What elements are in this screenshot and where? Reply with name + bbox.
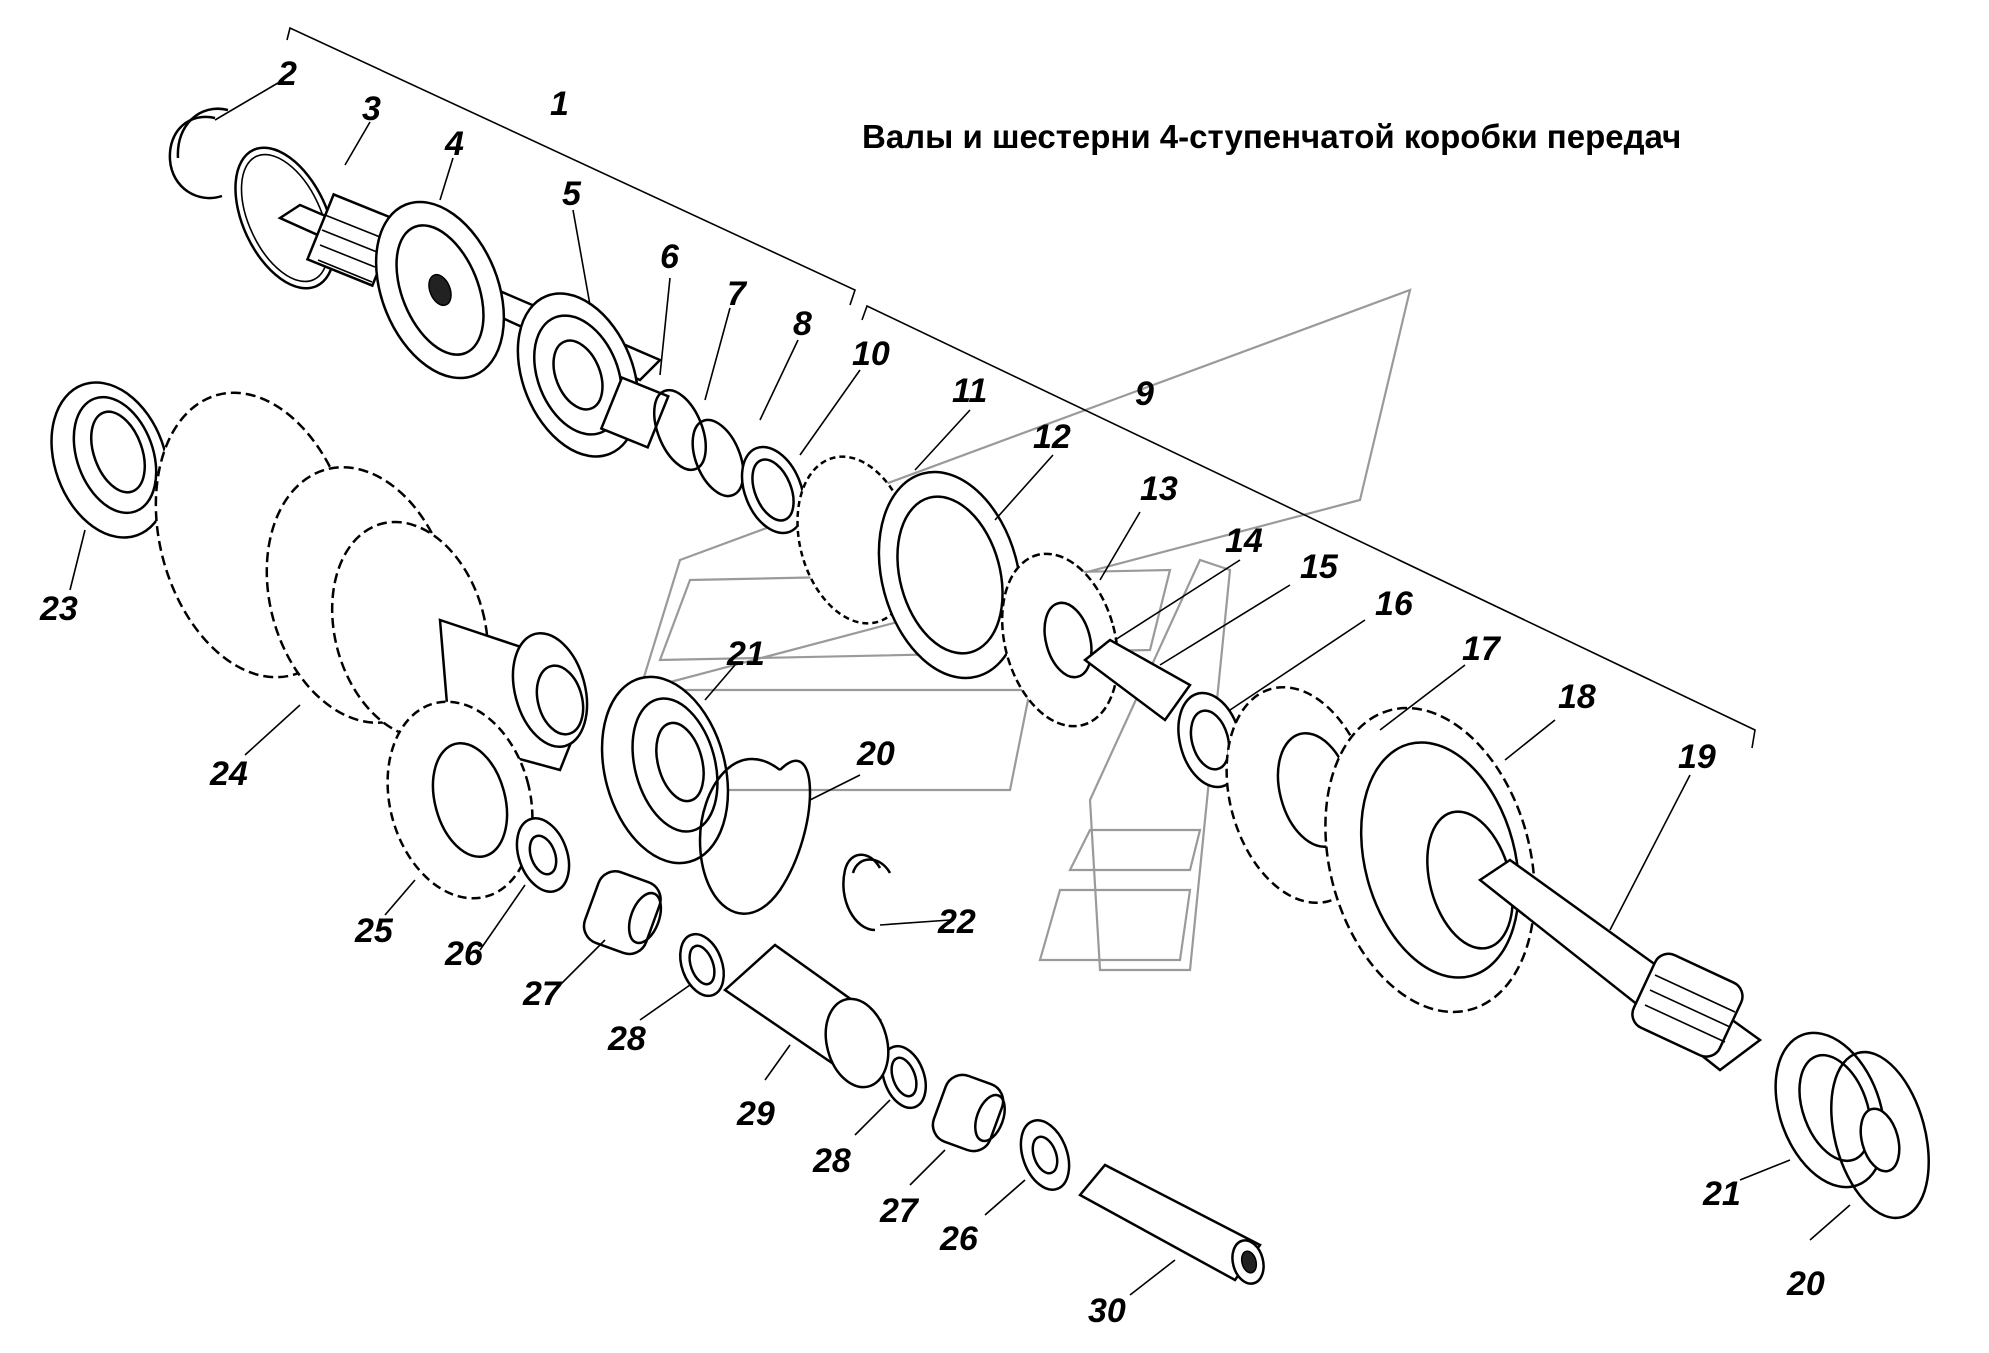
countershaft-gear-cluster-part-24 [154, 391, 589, 772]
callout-18: 18 [1558, 678, 1596, 716]
callout-9: 9 [1135, 375, 1154, 413]
callout-29: 29 [736, 1095, 775, 1133]
rings-parts-6-7-8-10 [652, 388, 806, 535]
callout-20-upper: 20 [856, 735, 895, 773]
gear-part-25 [386, 700, 534, 900]
callout-2: 2 [277, 55, 297, 93]
needle-bearings-part-27 [582, 870, 1006, 1153]
washers-part-26 [515, 817, 1071, 1191]
callout-labels: 1 2 3 4 5 6 7 8 9 10 11 12 13 14 15 16 1… [39, 55, 1825, 1330]
callout-27-upper: 27 [522, 975, 563, 1013]
callout-25: 25 [354, 912, 394, 950]
callout-24: 24 [209, 755, 248, 793]
callout-4: 4 [444, 125, 464, 163]
callout-3: 3 [362, 90, 381, 128]
snap-ring-part-20-upper [698, 757, 812, 915]
spacer-tube-part-29 [722, 943, 890, 1089]
leader-lines [69, 79, 1851, 1296]
callout-5: 5 [562, 175, 582, 213]
input-shaft-assembly-part-1 [277, 192, 670, 458]
spacer-rings-part-28 [679, 932, 927, 1110]
snap-ring-part-22 [842, 853, 892, 932]
bearing-part-21-upper [600, 675, 730, 865]
snap-ring-part-20-lower [1830, 1050, 1930, 1220]
callout-6: 6 [660, 238, 680, 276]
callout-7: 7 [727, 275, 748, 313]
callout-22: 22 [937, 903, 976, 941]
callout-16: 16 [1375, 585, 1414, 623]
callout-11: 11 [952, 372, 987, 410]
callout-26-lower: 26 [939, 1220, 979, 1258]
callout-26-upper: 26 [444, 935, 484, 973]
snap-ring-part-2 [168, 107, 229, 200]
callout-20-lower: 20 [1786, 1265, 1825, 1303]
callout-1: 1 [550, 85, 569, 123]
shaft-splines [317, 214, 381, 283]
bearing-part-23 [50, 381, 170, 539]
main-shaft-assembly-part-9 [796, 455, 1243, 789]
callout-28-lower: 28 [812, 1142, 851, 1180]
gear-part-18 [1324, 706, 1536, 1014]
retaining-ring-part-3 [234, 146, 336, 290]
callout-8: 8 [793, 305, 812, 343]
callout-21-lower: 21 [1702, 1175, 1741, 1213]
callout-10: 10 [852, 335, 890, 373]
callout-30: 30 [1088, 1292, 1126, 1330]
axle-part-30 [1078, 1163, 1265, 1285]
callout-17: 17 [1462, 630, 1502, 668]
callout-21-upper: 21 [726, 635, 765, 673]
callout-12: 12 [1033, 418, 1071, 456]
diagram-title: Валы и шестерни 4-ступенчатой коробки пе… [862, 118, 1682, 155]
callout-28-upper: 28 [607, 1020, 646, 1058]
output-shaft-part-19 [1477, 858, 1763, 1072]
callout-15: 15 [1300, 548, 1339, 586]
callout-14: 14 [1225, 522, 1263, 560]
callout-23: 23 [39, 590, 78, 628]
assembly-brackets [286, 26, 1756, 749]
callout-13: 13 [1140, 470, 1178, 508]
callout-19: 19 [1678, 738, 1716, 776]
callout-27-lower: 27 [879, 1192, 920, 1230]
